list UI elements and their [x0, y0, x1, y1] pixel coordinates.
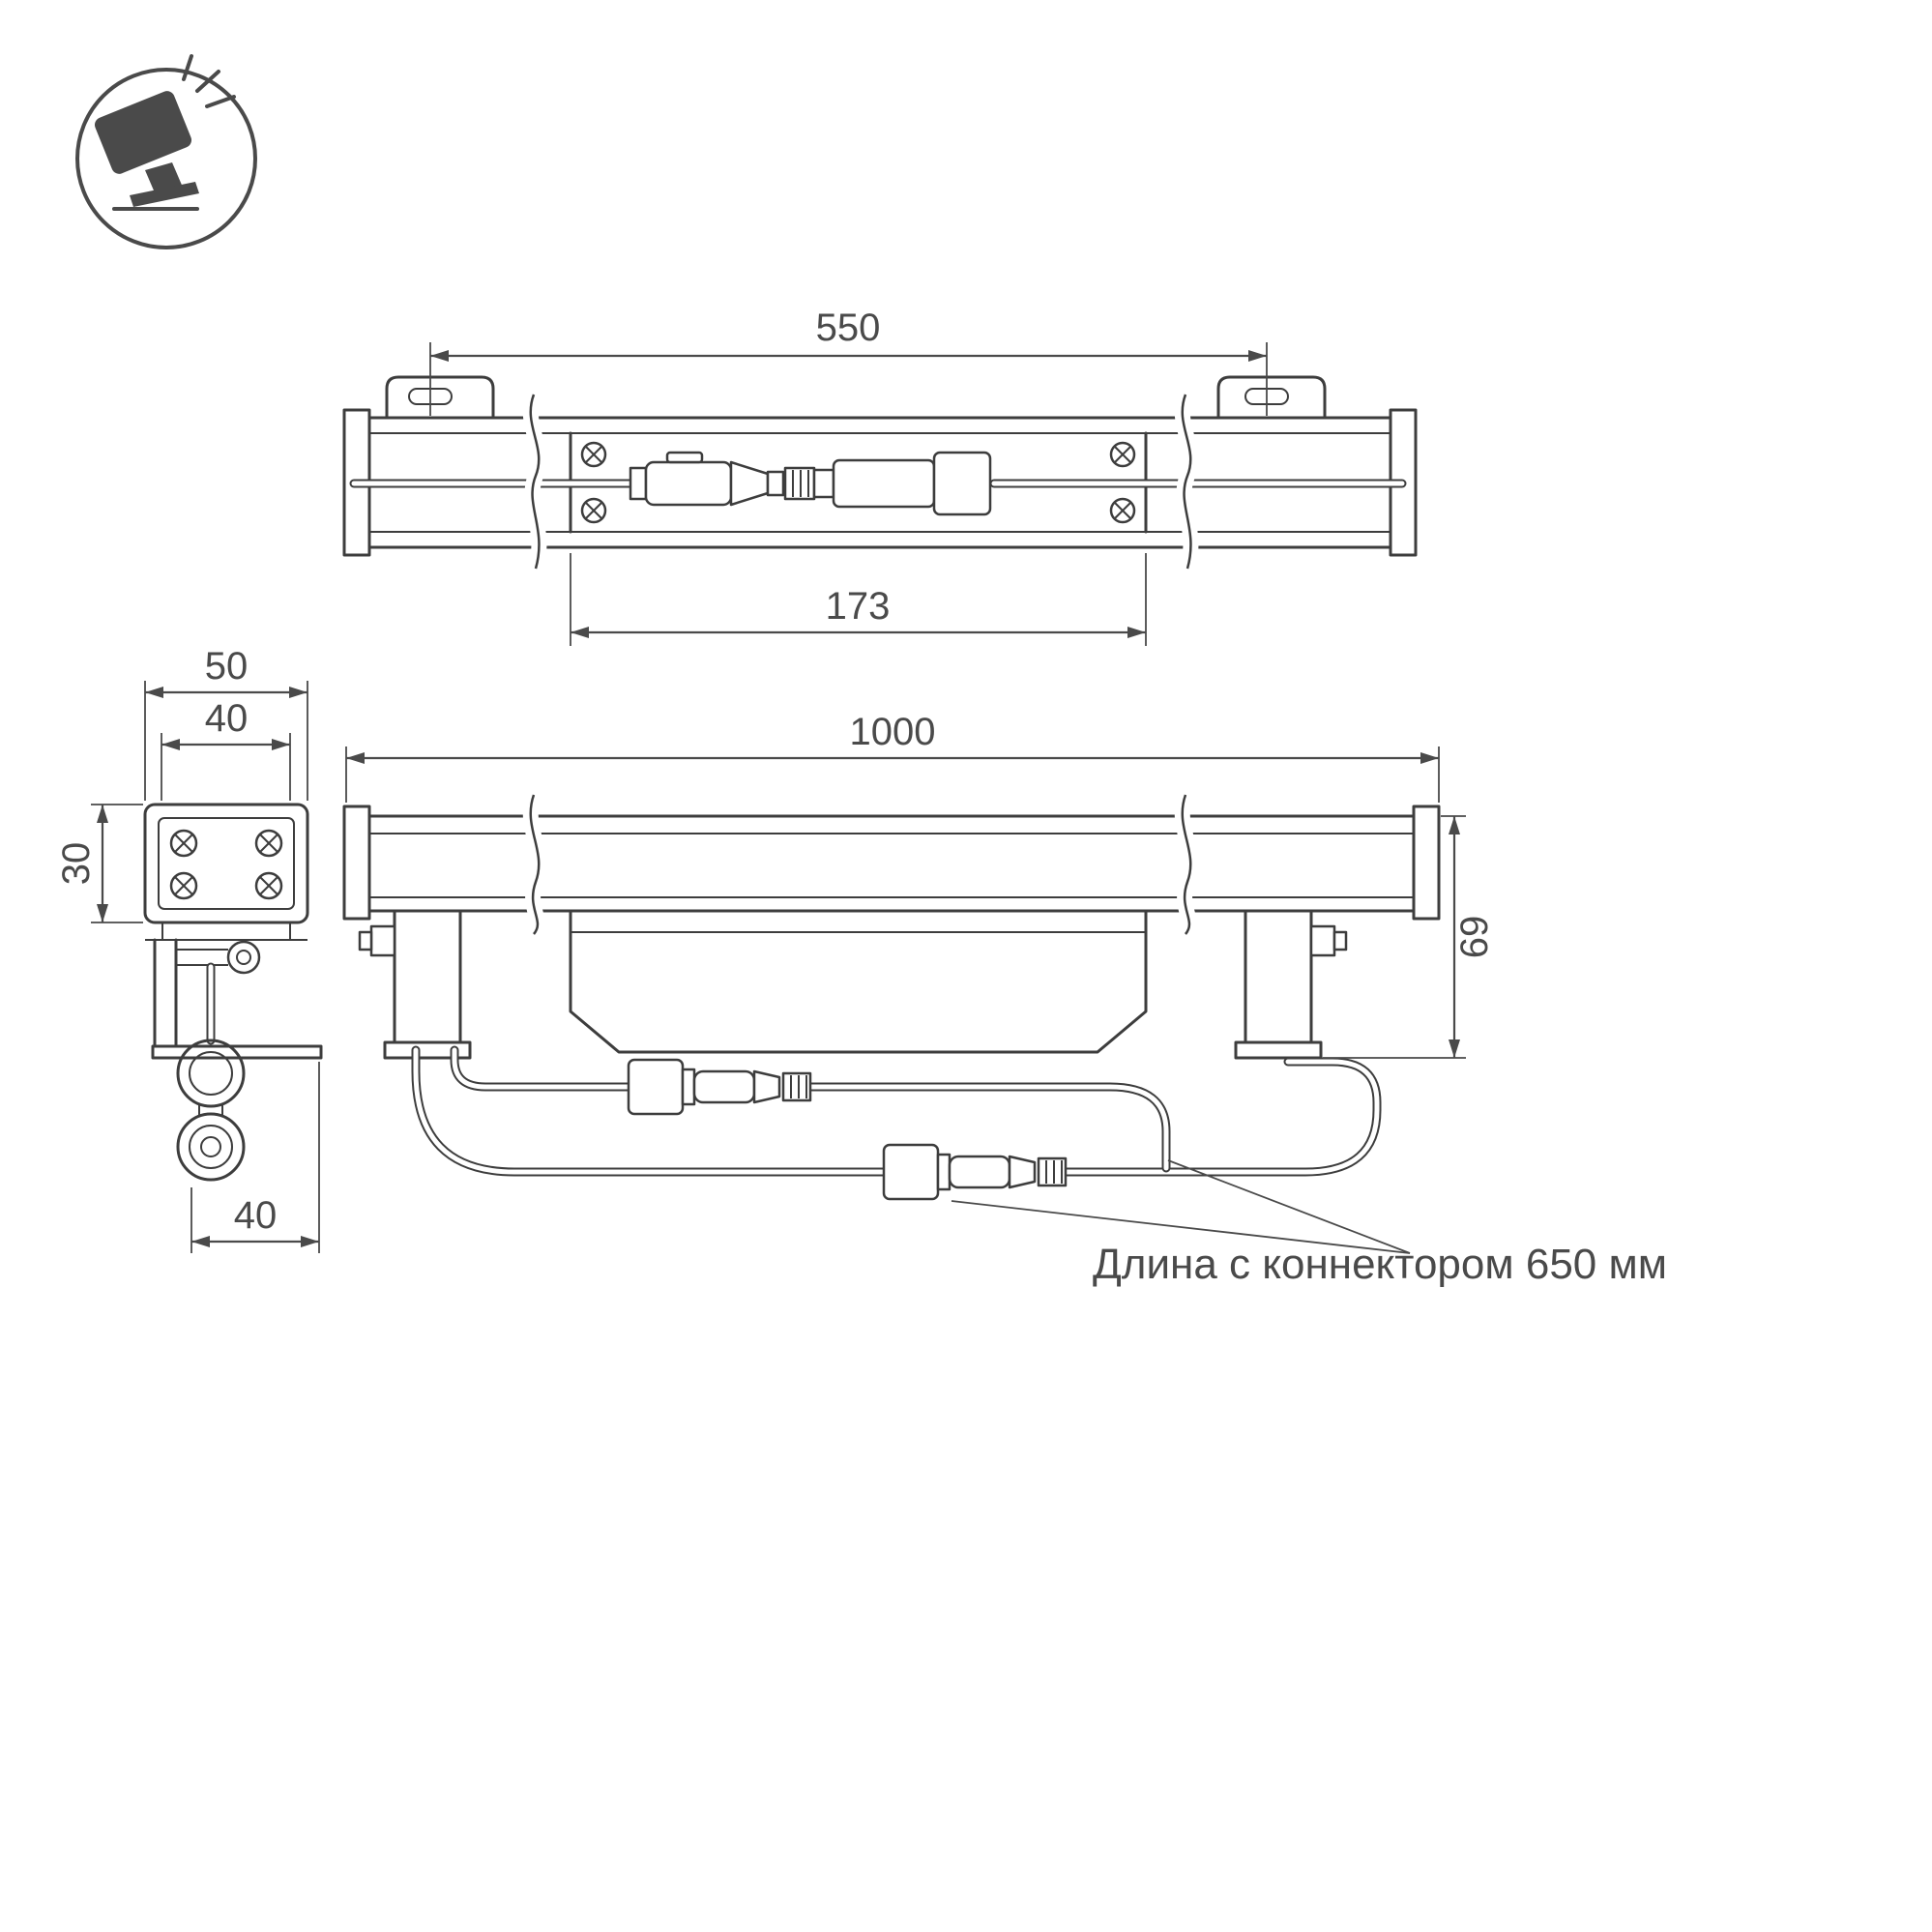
dimension-bracket-height: 30: [55, 804, 143, 923]
bracket-arm: [151, 938, 323, 1060]
floodlight-icon: [75, 54, 257, 249]
front-bracket-right: [1234, 909, 1348, 1060]
dimension-bracket-bottom-offset: 40: [190, 1062, 320, 1253]
dimension-bracket-inner-width: 40: [161, 697, 291, 801]
dim-front-height-label: 69: [1453, 916, 1496, 959]
dimension-front-height: 69: [1323, 815, 1496, 1059]
mount-tab-right: [1216, 375, 1327, 420]
badge-circle: [75, 68, 257, 249]
driver-housing: [569, 909, 1148, 1054]
dimension-front-length: 1000: [345, 711, 1440, 803]
front-bracket-left: [358, 909, 472, 1060]
dim-connector-span-label: 173: [826, 585, 891, 628]
mount-tab-left: [385, 375, 495, 420]
break-lines-top: [522, 392, 1199, 571]
cable-note-leaders: [951, 1159, 1411, 1254]
screw: [580, 441, 607, 468]
cable-length-note: Длина с коннектором 650 мм: [1093, 1241, 1667, 1288]
front-view: 1000: [342, 711, 1667, 1288]
connector-pair-lower: [882, 1143, 1068, 1201]
connector-pair-upper: [627, 1058, 812, 1116]
bracket-section-body: [143, 803, 309, 941]
dim-inner-width-label: 40: [205, 697, 249, 740]
front-view-bar: [342, 805, 1441, 921]
dimension-top-length: 550: [429, 307, 1268, 416]
clamp-knob: [226, 940, 261, 975]
screw: [254, 829, 283, 858]
dim-front-length-label: 1000: [850, 711, 936, 753]
floodlight-body: [95, 91, 199, 207]
light-rays-icon: [182, 54, 236, 108]
screw: [169, 829, 198, 858]
dim-bottom-offset-label: 40: [234, 1194, 278, 1237]
top-view: 550 173: [342, 307, 1418, 646]
screw: [254, 871, 283, 900]
screw: [1109, 497, 1136, 524]
screw: [1109, 441, 1136, 468]
side-view: 50 40: [55, 645, 323, 1253]
front-view-cables: [411, 1045, 1382, 1177]
connector-assembly-top: [629, 451, 992, 516]
dimension-connector-span: 173: [570, 553, 1147, 646]
dimension-bracket-outer-width: 50: [144, 645, 308, 801]
break-lines-front: [522, 792, 1199, 940]
screw: [169, 871, 198, 900]
screw: [580, 497, 607, 524]
dim-top-length-label: 550: [816, 307, 881, 349]
dim-outer-width-label: 50: [205, 645, 249, 688]
side-view-cable-loop: [176, 962, 246, 1182]
dim-bracket-height-label: 30: [55, 842, 98, 886]
